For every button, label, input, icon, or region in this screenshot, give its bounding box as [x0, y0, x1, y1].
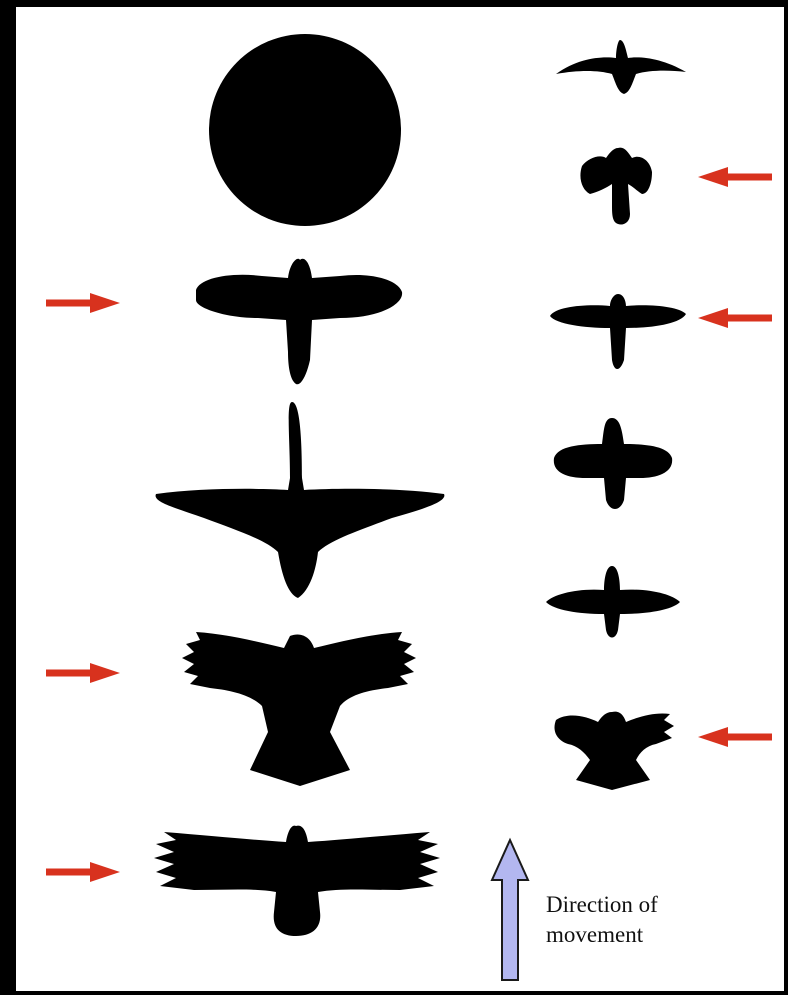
red-arrow-left-2 — [46, 293, 120, 313]
red-arrow-right-6 — [698, 727, 772, 747]
silhouette-left-3 — [156, 402, 445, 598]
caption-line-1: Direction of — [546, 890, 658, 920]
marker-arrows — [46, 167, 772, 882]
silhouette-right-2 — [580, 148, 652, 225]
caption-line-2: movement — [546, 920, 658, 950]
silhouette-circle — [209, 34, 401, 226]
red-arrow-right-2 — [698, 167, 772, 187]
silhouette-right-1 — [556, 40, 686, 94]
up-arrow-icon — [492, 840, 528, 980]
silhouette-right-4 — [554, 418, 672, 509]
silhouette-right-6 — [555, 712, 675, 790]
red-arrow-left-5 — [46, 862, 120, 882]
silhouette-left-2 — [196, 259, 402, 385]
red-arrow-left-4 — [46, 663, 120, 683]
silhouette-right-5 — [546, 566, 680, 638]
red-arrow-right-3 — [698, 308, 772, 328]
direction-caption: Direction of movement — [546, 890, 658, 950]
silhouette-right-3 — [550, 294, 686, 369]
silhouette-left-5 — [154, 826, 440, 936]
silhouette-left-4 — [182, 632, 416, 786]
